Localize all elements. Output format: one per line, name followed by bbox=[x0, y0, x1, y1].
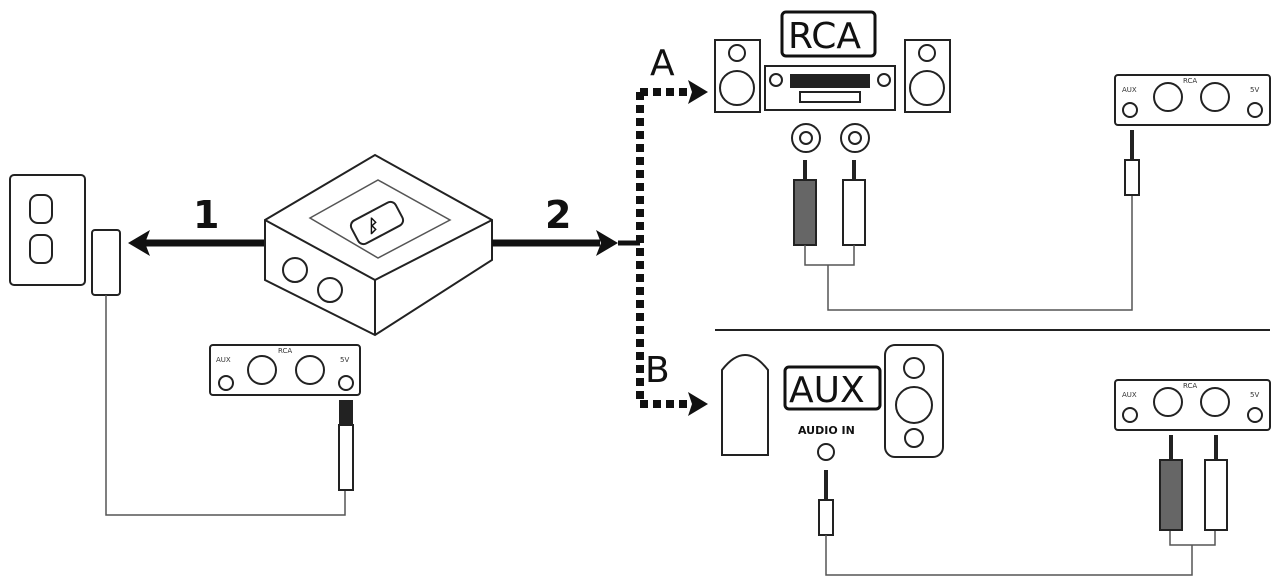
bluetooth-icon: ᛒ bbox=[349, 200, 405, 246]
svg-text:AUX: AUX bbox=[1122, 86, 1137, 94]
rca-label: RCA bbox=[788, 16, 861, 57]
rca-plug-icon bbox=[793, 160, 1133, 311]
power-outlet-icon bbox=[9, 174, 86, 286]
rca-plug-icon bbox=[1159, 435, 1228, 531]
step-1-label: 1 bbox=[193, 193, 219, 237]
audio-in-label: AUDIO IN bbox=[798, 424, 855, 437]
aux-plug-icon bbox=[1124, 130, 1140, 196]
svg-text:AUX: AUX bbox=[216, 356, 231, 364]
stereo-receiver-icon bbox=[714, 39, 951, 113]
step-2-label: 2 bbox=[545, 193, 571, 237]
svg-text:RCA: RCA bbox=[1183, 77, 1197, 85]
svg-text:ᛒ: ᛒ bbox=[368, 216, 379, 237]
branch-lines bbox=[636, 88, 690, 408]
svg-text:AUX: AUX bbox=[1122, 391, 1137, 399]
svg-text:5V: 5V bbox=[340, 356, 349, 364]
bluetooth-receiver-icon: ᛒ bbox=[264, 153, 493, 337]
receiver-panel-top: AUX RCA 5V bbox=[1114, 74, 1271, 126]
option-a-label: A bbox=[650, 43, 675, 84]
speaker-icon bbox=[721, 344, 944, 458]
svg-text:5V: 5V bbox=[1250, 391, 1259, 399]
option-b-label: B bbox=[645, 350, 670, 391]
svg-text:5V: 5V bbox=[1250, 86, 1259, 94]
receiver-panel-power: AUX RCA 5V bbox=[209, 344, 361, 491]
svg-text:RCA: RCA bbox=[1183, 382, 1197, 390]
power-adapter-icon bbox=[91, 229, 346, 516]
svg-text:RCA: RCA bbox=[278, 347, 292, 355]
aux-label: AUX bbox=[789, 370, 865, 411]
aux-plug-icon bbox=[818, 470, 1216, 576]
receiver-panel-bottom: AUX RCA 5V bbox=[1114, 379, 1271, 431]
arrow-step-1 bbox=[128, 230, 265, 256]
